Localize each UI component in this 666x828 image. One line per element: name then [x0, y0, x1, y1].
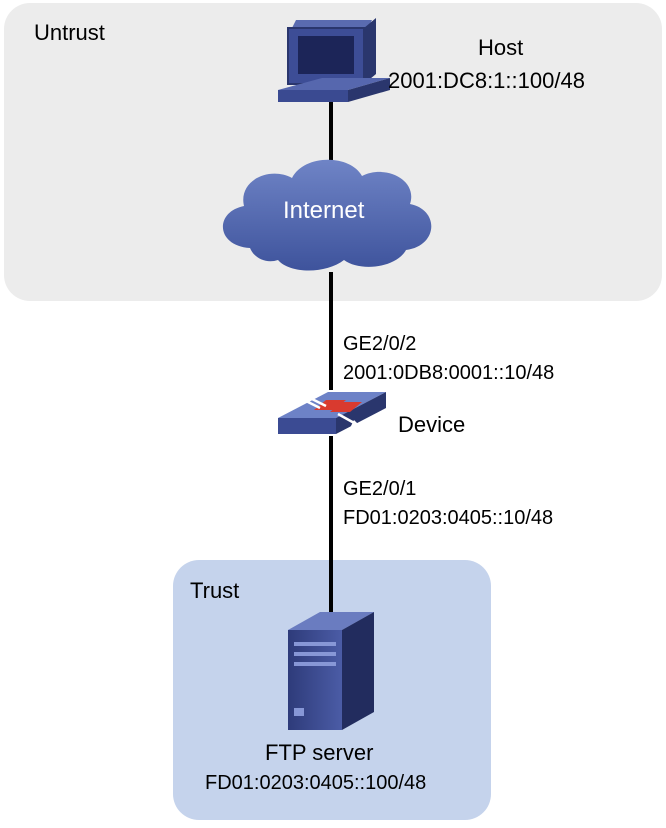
device-upstream-ip-label: 2001:0DB8:0001::10/48 [343, 362, 555, 384]
cloud-icon [222, 159, 432, 271]
internet-label: Internet [283, 197, 365, 224]
ftp-server-label: FTP server [265, 740, 374, 765]
host-label: Host [478, 35, 524, 60]
server-tower-icon [288, 612, 374, 730]
trust-zone-label: Trust [190, 578, 240, 603]
device-upstream-interface-label: GE2/0/2 [343, 333, 417, 355]
desktop-computer-icon [278, 18, 390, 102]
untrust-zone-label: Untrust [34, 20, 105, 45]
device-downstream-interface-label: GE2/0/1 [343, 478, 417, 500]
device-downstream-ip-label: FD01:0203:0405::10/48 [343, 507, 554, 529]
firewall-switch-icon [278, 392, 386, 434]
ftp-server-ip-label: FD01:0203:0405::100/48 [205, 772, 427, 794]
host-ip-label: 2001:DC8:1::100/48 [388, 68, 585, 93]
device-label: Device [398, 412, 466, 437]
